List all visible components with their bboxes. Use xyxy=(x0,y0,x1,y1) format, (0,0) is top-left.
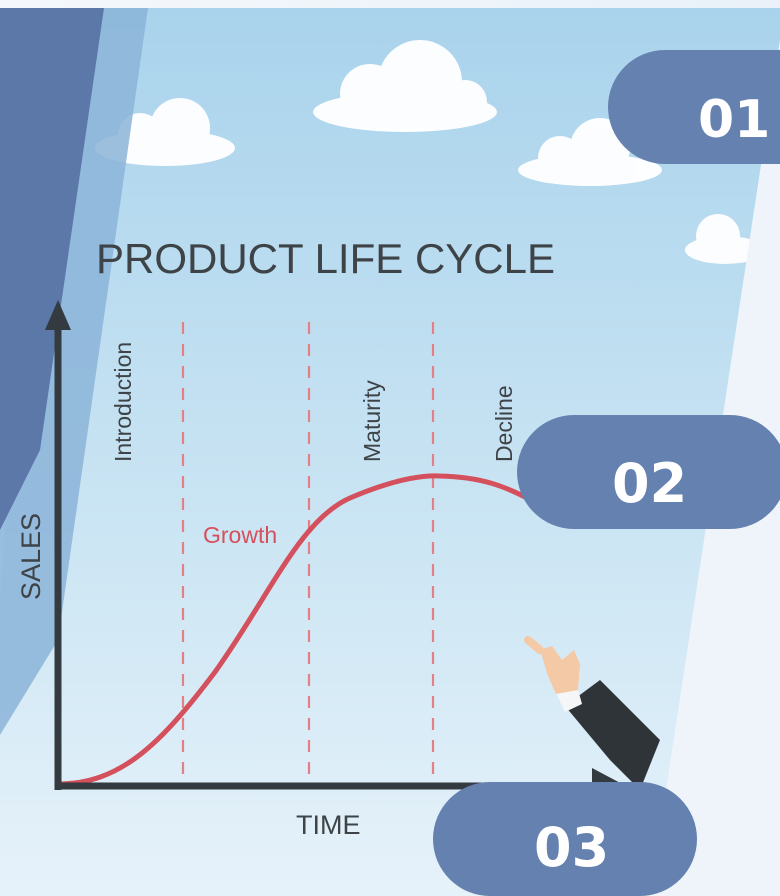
pointing-hand-icon xyxy=(524,636,660,790)
left-panel-light xyxy=(0,8,148,735)
y-axis-label: SALES xyxy=(16,513,46,600)
stage-label-maturity: Maturity xyxy=(359,380,385,462)
badge-01-label: 01 xyxy=(698,90,770,150)
badge-02-label: 02 xyxy=(612,452,687,515)
stage-dividers xyxy=(181,322,435,780)
cloud-icon xyxy=(685,214,765,264)
stage-label-growth: Growth xyxy=(203,522,277,548)
cloud-icon xyxy=(313,40,497,132)
diagram-title: PRODUCT LIFE CYCLE xyxy=(96,235,555,282)
badge-03: 03 xyxy=(433,782,697,896)
sky-image xyxy=(0,8,780,896)
badge-02: 02 xyxy=(517,415,780,529)
left-panel xyxy=(0,8,104,530)
stage-label-decline: Decline xyxy=(491,385,517,462)
axis-arrow-icon xyxy=(45,300,71,330)
badge-03-label: 03 xyxy=(534,816,609,879)
badge-01: 01 xyxy=(608,50,780,164)
cloud-icon xyxy=(95,98,235,166)
x-axis-label: TIME xyxy=(296,810,361,840)
life-cycle-curve xyxy=(55,473,543,787)
stage-label-introduction: Introduction xyxy=(110,342,136,462)
